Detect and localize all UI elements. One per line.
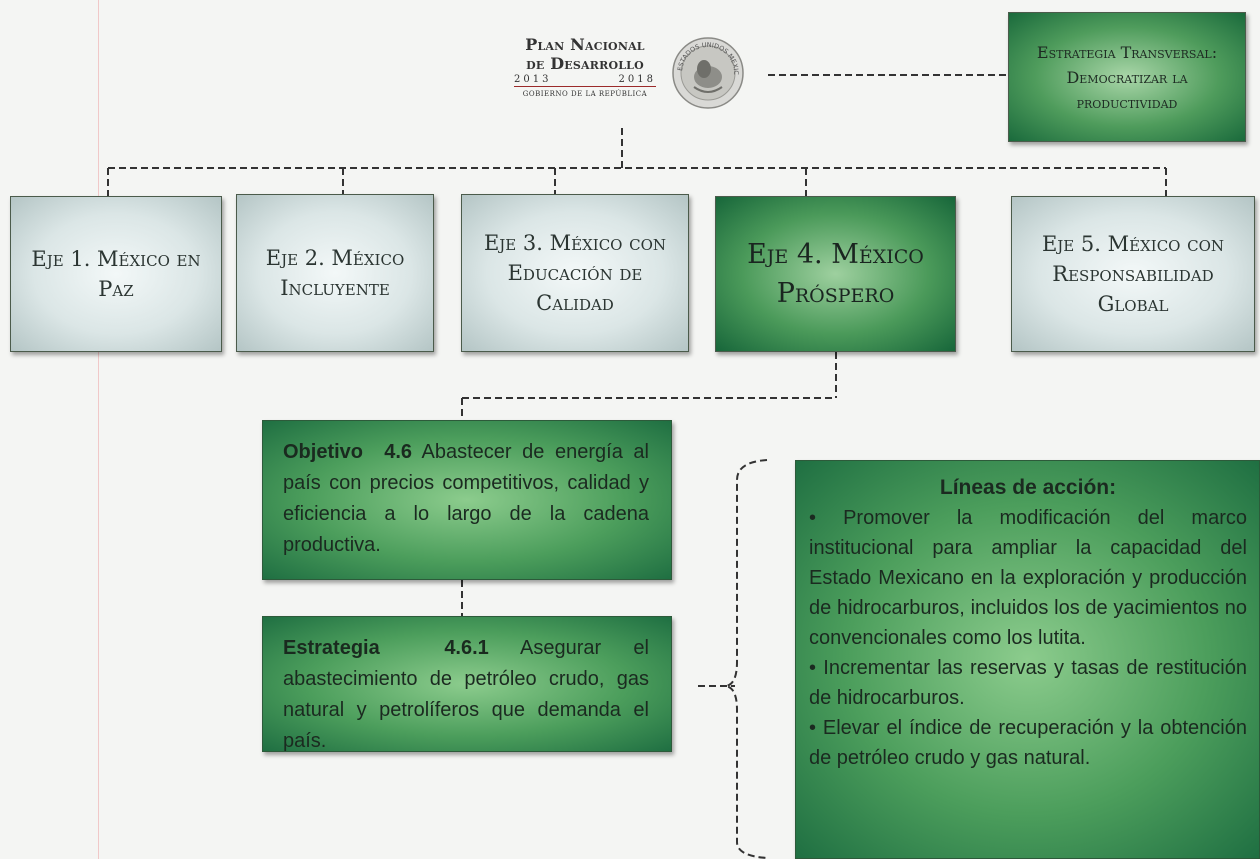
eje-2-label: Eje 2. México Incluyente (265, 246, 405, 300)
estrategia-label: Estrategia (283, 637, 380, 659)
eje-1-label: Eje 1. México en Paz (31, 247, 201, 301)
mexican-seal-icon: ESTADOS UNIDOS MEXICANOS (670, 35, 744, 109)
linea-accion-item: • Promover la modificación del marco ins… (809, 507, 1247, 649)
lineas-accion-title: Líneas de acción: (939, 476, 1117, 499)
eje-4-label: Eje 4. México Próspero (747, 239, 924, 309)
logo-year-start: 2013 (514, 74, 552, 85)
linea-accion-item: • Incrementar las reservas y tasas de re… (809, 657, 1247, 709)
eje-5-label: Eje 5. México con Responsabilidad Global (1041, 232, 1225, 316)
objetivo-label: Objetivo (283, 441, 364, 463)
logo-government: GOBIERNO DE LA REPÚBLICA (522, 90, 648, 98)
logo-years: 2013 2018 (514, 74, 656, 87)
estrategia-transversal-label: Estrategia Transversal: Democratizar la … (1036, 42, 1218, 112)
estrategia-transversal-box: Estrategia Transversal: Democratizar la … (1008, 12, 1246, 142)
logo-text: Plan Nacional de Desarrollo 2013 2018 GO… (510, 35, 660, 98)
plan-nacional-logo: Plan Nacional de Desarrollo 2013 2018 GO… (510, 35, 760, 125)
eje-2-box: Eje 2. México Incluyente (236, 194, 434, 352)
estrategia-number: 4.6.1 (444, 637, 489, 659)
logo-year-end: 2018 (618, 74, 656, 85)
logo-title-line2: de Desarrollo (526, 54, 644, 73)
logo-title-line1: Plan Nacional (525, 35, 645, 54)
linea-accion-item: • Elevar el índice de recuperación y la … (809, 717, 1247, 769)
eje-1-box: Eje 1. México en Paz (10, 196, 222, 352)
eje-3-label: Eje 3. México con Educación de Calidad (483, 231, 667, 315)
objetivo-text: Abastecer de energía al país con precios… (283, 441, 649, 556)
objetivo-number: 4.6 (384, 441, 413, 463)
eje-4-box: Eje 4. México Próspero (715, 196, 956, 352)
page-margin-line (98, 0, 99, 859)
lineas-accion-card: Líneas de acción: • Promover la modifica… (795, 460, 1260, 859)
estrategia-card: Estrategia 4.6.1 Asegurar el abastecimie… (262, 616, 672, 752)
eje-5-box: Eje 5. México con Responsabilidad Global (1011, 196, 1255, 352)
eje-3-box: Eje 3. México con Educación de Calidad (461, 194, 689, 352)
objetivo-card: Objetivo 4.6 Abastecer de energía al paí… (262, 420, 672, 580)
estrategia-text: Asegurar el abastecimiento de petróleo c… (283, 637, 649, 752)
